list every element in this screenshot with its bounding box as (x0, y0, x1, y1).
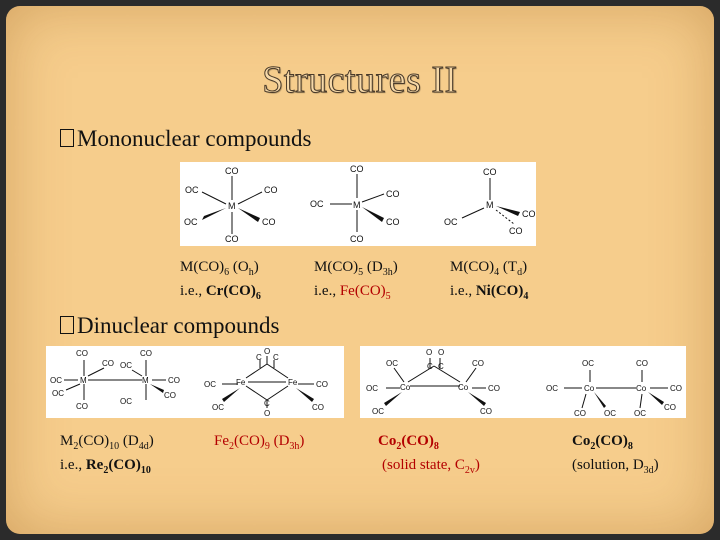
co2b-label: CO (636, 359, 648, 368)
fe2-label: C (264, 399, 270, 408)
tetra-co-bottom: CO (509, 226, 523, 236)
fe2-label: CO (316, 380, 328, 389)
m2-M-left: M (80, 376, 87, 385)
tetrahedral-structure: M CO OC CO CO (444, 167, 536, 236)
caption-tetrahedral: M(CO)4 (Td) i.e., Ni(CO)4 (450, 259, 529, 302)
m2-label: CO (76, 402, 88, 411)
octa-oc-left: OC (185, 185, 199, 195)
co2b-label: OC (634, 409, 646, 418)
co2co8-bridged-structure: Co Co O O C C OC CO OC CO OC CO (366, 348, 500, 416)
m2-label: OC (120, 361, 132, 370)
fe2-label: C (273, 353, 279, 362)
co2a-label: OC (366, 384, 378, 393)
octa-co-right: CO (264, 185, 278, 195)
tbp-M-label: M (353, 200, 361, 210)
bullet-dinuclear-text: Dinuclear compounds (77, 313, 280, 338)
caption-octahedral: M(CO)6 (Oh) i.e., Cr(CO)6 (180, 259, 261, 302)
co2b-label: OC (546, 384, 558, 393)
tetra-co-right: CO (522, 209, 536, 219)
tbp-co-bottom: CO (350, 234, 364, 244)
co2a-label: OC (372, 407, 384, 416)
co2a-label: CO (472, 359, 484, 368)
fe2-label: C (256, 353, 262, 362)
octahedral-structure: M CO CO OC CO OC CO (184, 166, 278, 244)
dinuclear-structures-panel-left: M M CO OC OC CO CO OC CO CO CO OC (46, 346, 344, 418)
co2a-label: O (438, 348, 444, 357)
fe2co9-structure: Fe Fe O C C C O OC CO OC CO (204, 347, 328, 418)
caption-fe2co9: Fe2(CO)9 (D3h) (214, 433, 305, 452)
m2-label: CO (140, 349, 152, 358)
co2b-label: CO (574, 409, 586, 418)
trigonal-bipyramidal-structure: M CO CO OC CO CO (310, 164, 400, 244)
fe-left-label: Fe (236, 378, 246, 387)
dinuclear-right-svg: Co Co O O C C OC CO OC CO OC CO (366, 348, 682, 418)
octa-oc-lowleft: OC (184, 217, 198, 227)
co2a-label: OC (386, 359, 398, 368)
octa-co-lowright: CO (262, 217, 276, 227)
m2-label: OC (120, 397, 132, 406)
co2b-label: CO (664, 403, 676, 412)
tetra-M-label: M (486, 200, 494, 210)
co2co8-unbridged-structure: Co Co OC CO OC CO CO OC OC CO (546, 359, 682, 418)
tetra-oc-left: OC (444, 217, 458, 227)
octa-co-top: CO (225, 166, 239, 176)
mononuclear-structures-svg: M CO CO OC CO OC CO M CO CO OC CO CO (184, 164, 536, 244)
co2a-label: CO (480, 407, 492, 416)
bullet-box-icon (60, 316, 74, 334)
tbp-oc-left: OC (310, 199, 324, 209)
fe2-label: O (264, 347, 270, 356)
slide-paper (6, 6, 714, 534)
co2a-label: C (427, 362, 433, 371)
fe2-label: OC (212, 403, 224, 412)
co-b-left-label: Co (584, 384, 595, 393)
co-right-label: Co (458, 383, 469, 392)
m2-M-right: M (142, 376, 149, 385)
m2-label: CO (164, 391, 176, 400)
fe2-label: OC (204, 380, 216, 389)
fe-right-label: Fe (288, 378, 298, 387)
co2a-label: O (426, 348, 432, 357)
octa-co-bottom: CO (225, 234, 239, 244)
m2-label: OC (52, 389, 64, 398)
dinuclear-left-svg: M M CO OC OC CO CO OC CO CO CO OC (50, 347, 328, 418)
fe2-label: O (264, 409, 270, 418)
bullet-mononuclear-text: Mononuclear compounds (77, 126, 312, 151)
co-left-label: Co (400, 383, 411, 392)
mononuclear-structures-panel: M CO CO OC CO OC CO M CO CO OC CO CO (180, 162, 536, 246)
co-b-right-label: Co (636, 384, 647, 393)
m2-label: OC (50, 376, 62, 385)
caption-trigonal-bipyramidal: M(CO)5 (D3h) i.e., Fe(CO)5 (314, 259, 398, 302)
m2-label: CO (76, 349, 88, 358)
co2b-label: OC (604, 409, 616, 418)
caption-co2co8-solution: Co2(CO)8 (solution, D3d) (572, 433, 659, 476)
fe2-label: CO (312, 403, 324, 412)
co2a-label: CO (488, 384, 500, 393)
tbp-co-lowright: CO (386, 217, 400, 227)
bullet-dinuclear: Dinuclear compounds (60, 313, 279, 339)
m2co10-structure: M M CO OC OC CO CO OC CO CO CO OC (50, 349, 180, 411)
slide-title: Structures II (262, 59, 458, 102)
tetra-co-top: CO (483, 167, 497, 177)
m2-label: CO (168, 376, 180, 385)
co2b-label: OC (582, 359, 594, 368)
tbp-co-upright: CO (386, 189, 400, 199)
dinuclear-structures-panel-right: Co Co O O C C OC CO OC CO OC CO (360, 346, 686, 418)
co2a-label: C (438, 362, 444, 371)
bullet-box-icon (60, 129, 74, 147)
octa-M-label: M (228, 201, 236, 211)
bullet-mononuclear: Mononuclear compounds (60, 126, 311, 152)
co2b-label: CO (670, 384, 682, 393)
caption-co2co8-solid: Co2(CO)8 (solid state, C2v) (378, 433, 480, 476)
caption-m2co10: M2(CO)10 (D4d) i.e., Re2(CO)10 (60, 433, 154, 476)
m2-label: CO (102, 359, 114, 368)
tbp-co-top: CO (350, 164, 364, 174)
